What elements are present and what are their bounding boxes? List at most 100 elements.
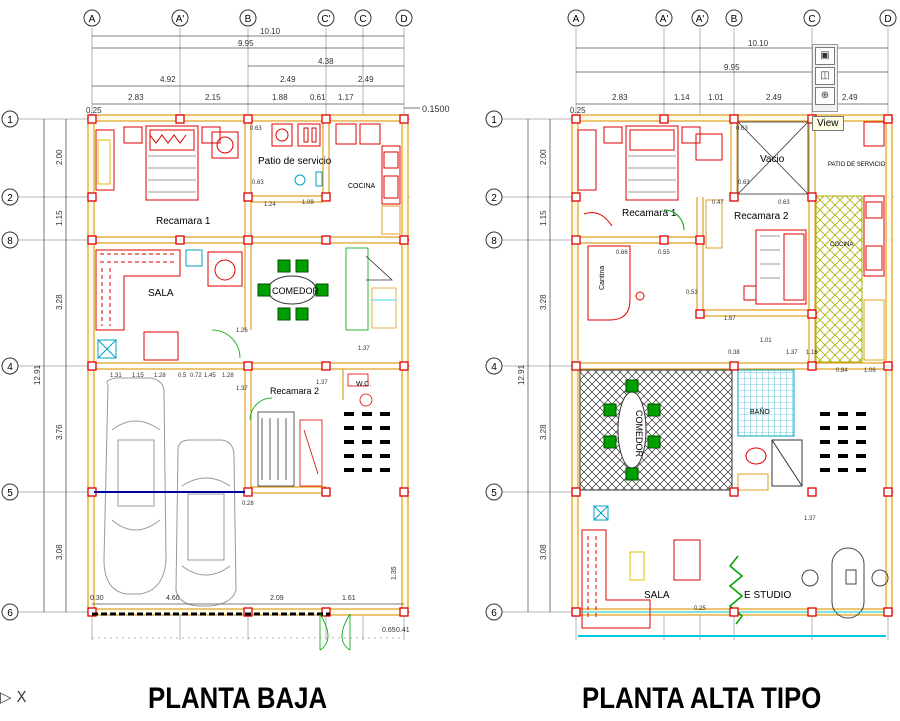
- svg-text:1.06: 1.06: [864, 368, 876, 374]
- grid-label: A': [660, 14, 669, 25]
- right-side-dimensions: 12.91 2.00 1.15 3.28 3.28 3.08: [517, 119, 551, 612]
- svg-text:1.31: 1.31: [110, 373, 122, 379]
- room-label: W.C.: [356, 381, 371, 388]
- cube-view-icon[interactable]: ▣: [815, 47, 835, 65]
- svg-text:0.28: 0.28: [242, 501, 254, 507]
- dim: 3.28: [539, 424, 548, 440]
- svg-text:0.63: 0.63: [250, 126, 262, 132]
- svg-text:1.45: 1.45: [204, 373, 216, 379]
- left-side-dimensions: 12.91 2.00 1.15 3.28 3.76 3.08: [33, 119, 67, 612]
- dim: 3.76: [55, 424, 64, 440]
- left-plan: A A' B C' C D 1 2 8 4 5 6 10.10 9.95 4.3…: [1, 9, 450, 651]
- grid-label: A': [696, 14, 705, 25]
- patio-servicio-fixtures: [271, 123, 323, 187]
- grid-label: 1: [491, 115, 497, 126]
- grid-label: C: [808, 14, 815, 25]
- grid-label: 8: [491, 236, 497, 247]
- dim: 3.08: [55, 544, 64, 560]
- grid-label: A: [573, 14, 580, 25]
- room-label: E STUDIO: [744, 590, 791, 601]
- room-label: Recamara 2: [734, 211, 789, 222]
- grid-label: A': [176, 14, 185, 25]
- dim: 3.28: [55, 294, 64, 310]
- grid-label: B: [245, 14, 252, 25]
- left-steps: [344, 412, 390, 472]
- dim: 0.61: [310, 93, 326, 102]
- grid-label: C: [359, 14, 366, 25]
- grid-label: 5: [7, 488, 13, 499]
- room-label: SALA: [148, 288, 174, 299]
- patio-floor-pattern: [815, 195, 863, 363]
- views-icon[interactable]: ◫: [815, 67, 835, 85]
- right-kitchen: [863, 121, 885, 361]
- comedor-table: [257, 259, 329, 321]
- room-label: COCINA: [830, 242, 853, 248]
- svg-text:1.09: 1.09: [302, 200, 314, 206]
- dim: 1.15: [55, 210, 64, 226]
- dim: 9.95: [724, 63, 740, 72]
- dim: 0.25: [570, 106, 586, 115]
- room-label: BAÑO: [750, 407, 770, 416]
- svg-text:0.53: 0.53: [686, 290, 698, 296]
- dim: 2.83: [128, 93, 144, 102]
- svg-text:1.37: 1.37: [316, 380, 328, 386]
- dim: 0.41: [396, 627, 410, 634]
- grid-label: 6: [491, 608, 497, 619]
- grid-label: D: [884, 14, 891, 25]
- dim: 1.61: [342, 595, 356, 602]
- comedor-floor-pattern: [579, 369, 733, 491]
- dim: 1.17: [338, 93, 354, 102]
- svg-text:0.84: 0.84: [836, 368, 848, 374]
- grid-label: A: [89, 14, 96, 25]
- svg-text:0.55: 0.55: [658, 250, 670, 256]
- svg-text:0.63: 0.63: [252, 180, 264, 186]
- svg-text:1.26: 1.26: [236, 328, 248, 334]
- ucs-x-label: X: [16, 688, 27, 706]
- kitchen-fixtures: [335, 123, 401, 235]
- room-label: COCINA: [348, 183, 376, 190]
- cochera-cars: [103, 377, 237, 607]
- dim: 0.25: [86, 106, 102, 115]
- bed-recamara-1: [95, 125, 239, 201]
- svg-text:1.37: 1.37: [804, 516, 816, 522]
- right-comedor-table: [603, 379, 661, 481]
- room-label: PATIO DE SERVICIO: [828, 162, 886, 168]
- svg-text:1.28: 1.28: [154, 373, 166, 379]
- dim: 2.49: [842, 93, 858, 102]
- view-toolbar[interactable]: ▣ ◫ ⊕: [812, 44, 838, 112]
- grid-label: 6: [7, 608, 13, 619]
- room-label: Recamara 1: [156, 216, 211, 227]
- grid-label: 4: [7, 362, 13, 373]
- svg-text:0.63: 0.63: [738, 180, 750, 186]
- zoom-icon[interactable]: ⊕: [815, 87, 835, 105]
- dim: 1.35: [391, 566, 398, 580]
- dim: 10.10: [260, 27, 281, 36]
- room-label: Cantina: [599, 266, 606, 290]
- svg-text:1.37: 1.37: [786, 350, 798, 356]
- svg-text:0.47: 0.47: [712, 200, 724, 206]
- grid-label: B: [731, 14, 738, 25]
- dim: 0.65: [382, 627, 396, 634]
- svg-text:1.15: 1.15: [132, 373, 144, 379]
- svg-text:1.16: 1.16: [806, 350, 818, 356]
- ucs-arrow-icon: ▷: [0, 688, 12, 706]
- dim: 2.00: [539, 149, 548, 165]
- right-top-dimensions: 10.10 9.95 0.25 2.83 1.14 1.01 2.49 2.49: [570, 39, 888, 115]
- dim: 12.91: [517, 364, 526, 385]
- svg-text:0.66: 0.66: [616, 250, 628, 256]
- svg-text:1.37: 1.37: [358, 346, 370, 352]
- svg-text:0.63: 0.63: [778, 200, 790, 206]
- svg-text:0.5: 0.5: [178, 373, 187, 379]
- right-sala-furniture: [581, 505, 701, 629]
- grid-label: D: [400, 14, 407, 25]
- left-columns: [87, 114, 409, 617]
- svg-text:1.28: 1.28: [222, 373, 234, 379]
- room-label: Vacio: [760, 154, 785, 165]
- left-stair-area: [211, 247, 397, 359]
- svg-text:1.01: 1.01: [760, 338, 772, 344]
- bano-fixtures: [737, 439, 803, 491]
- svg-text:0.63: 0.63: [736, 126, 748, 132]
- dim: 9.95: [238, 39, 254, 48]
